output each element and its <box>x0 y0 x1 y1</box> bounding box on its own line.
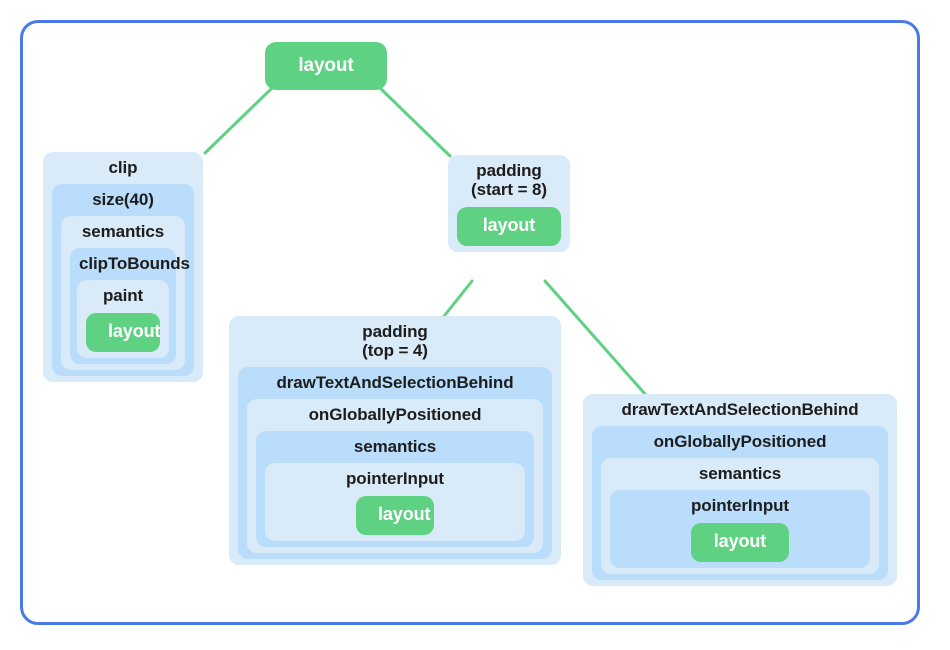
node-paint[interactable]: paint layout <box>77 280 169 359</box>
node-drawtextandselectionbehind-right-label: drawTextAndSelectionBehind <box>621 400 859 419</box>
diagram-frame-border <box>20 20 920 625</box>
node-pointerinput-mid[interactable]: pointerInput layout <box>265 463 525 542</box>
node-ongloballypositioned-mid-label: onGloballyPositioned <box>308 405 482 425</box>
node-padding-top[interactable]: padding (top = 4) drawTextAndSelectionBe… <box>229 316 561 566</box>
node-clip-leaf-layout[interactable]: layout <box>86 313 161 353</box>
node-padding-top-label: padding (top = 4) <box>362 322 428 361</box>
node-clip[interactable]: clip size(40) semantics clipToBounds pai… <box>43 152 203 383</box>
node-semantics[interactable]: semantics clipToBounds paint layout <box>61 216 190 371</box>
node-clip-label: clip <box>108 158 138 177</box>
node-padding-start-label: padding (start = 8) <box>471 161 547 200</box>
node-pointerinput-right-label: pointerInput <box>691 496 789 516</box>
node-paint-label: paint <box>102 286 144 306</box>
node-root-layout[interactable]: layout <box>265 42 387 90</box>
node-pointerinput-right[interactable]: pointerInput layout <box>610 490 870 569</box>
node-drawtextandselectionbehind-mid[interactable]: drawTextAndSelectionBehind onGloballyPos… <box>238 367 552 560</box>
node-clip-leaf-layout-label: layout <box>108 321 161 342</box>
node-padding-start[interactable]: padding (start = 8) layout <box>448 155 570 253</box>
node-semantics-label: semantics <box>81 222 165 242</box>
node-semantics-mid-label: semantics <box>353 437 437 457</box>
node-root-layout-label: layout <box>298 54 354 76</box>
cluster-padding-start: padding (start = 8) layout <box>448 155 570 253</box>
node-ongloballypositioned-right-label: onGloballyPositioned <box>653 432 827 452</box>
node-padding-start-leaf-layout[interactable]: layout <box>457 207 561 247</box>
node-padding-start-leaf-layout-label: layout <box>482 215 536 236</box>
node-drawtextandselectionbehind-mid-label: drawTextAndSelectionBehind <box>276 373 514 393</box>
node-padding-top-leaf-layout[interactable]: layout <box>356 496 434 536</box>
node-semantics-right-label: semantics <box>698 464 782 484</box>
cluster-text-node: drawTextAndSelectionBehind onGloballyPos… <box>583 394 897 587</box>
node-size-40-label: size(40) <box>92 190 154 210</box>
cluster-padding-top: padding (top = 4) drawTextAndSelectionBe… <box>229 316 561 566</box>
node-cliptobounds[interactable]: clipToBounds paint layout <box>70 248 190 365</box>
node-semantics-mid[interactable]: semantics pointerInput layout <box>256 431 534 548</box>
node-text-leaf-layout[interactable]: layout <box>691 523 789 563</box>
node-ongloballypositioned-right[interactable]: onGloballyPositioned semantics pointerIn… <box>592 426 888 581</box>
node-padding-top-leaf-layout-label: layout <box>378 504 431 525</box>
node-drawtextandselectionbehind-right[interactable]: drawTextAndSelectionBehind onGloballyPos… <box>583 394 897 587</box>
node-text-leaf-layout-label: layout <box>713 531 767 552</box>
node-cliptobounds-label: clipToBounds <box>79 254 190 274</box>
node-ongloballypositioned-mid[interactable]: onGloballyPositioned semantics pointerIn… <box>247 399 543 554</box>
cluster-clip: clip size(40) semantics clipToBounds pai… <box>43 152 203 383</box>
node-size-40[interactable]: size(40) semantics clipToBounds paint la… <box>52 184 194 377</box>
node-semantics-right[interactable]: semantics pointerInput layout <box>601 458 879 575</box>
node-pointerinput-mid-label: pointerInput <box>346 469 444 489</box>
